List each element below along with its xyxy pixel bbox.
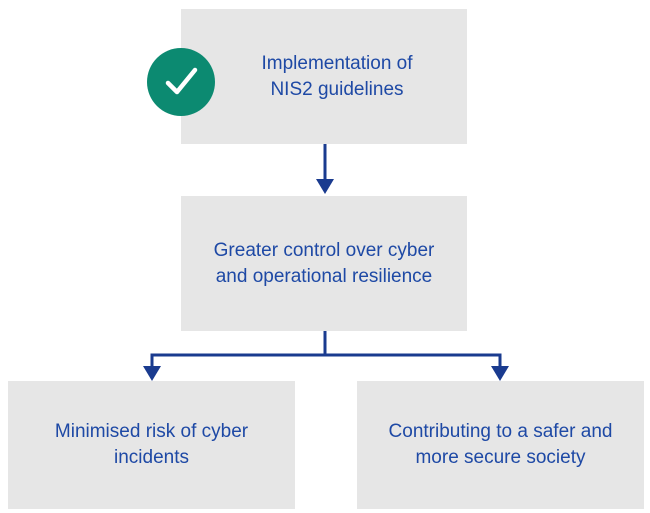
node-minimised-risk: Minimised risk of cyber incidents <box>8 381 295 509</box>
node-safer-society: Contributing to a safer and more secure … <box>357 381 644 509</box>
arrowhead-left <box>143 366 161 381</box>
node-safer-society-label: Contributing to a safer and more secure … <box>388 421 613 468</box>
node-implementation: Implementation of NIS2 guidelines <box>181 9 467 144</box>
check-icon <box>147 48 215 116</box>
node-greater-control: Greater control over cyber and operation… <box>181 196 467 331</box>
node-greater-control-label: Greater control over cyber and operation… <box>213 239 435 287</box>
arrowhead-right <box>491 366 509 381</box>
arrowhead-middle <box>316 179 334 194</box>
edge-middle-to-branches <box>150 353 502 367</box>
checkmark-glyph <box>165 67 198 95</box>
node-implementation-label: Implementation of NIS2 guidelines <box>261 52 413 100</box>
node-minimised-risk-label: Minimised risk of cyber incidents <box>54 421 249 468</box>
